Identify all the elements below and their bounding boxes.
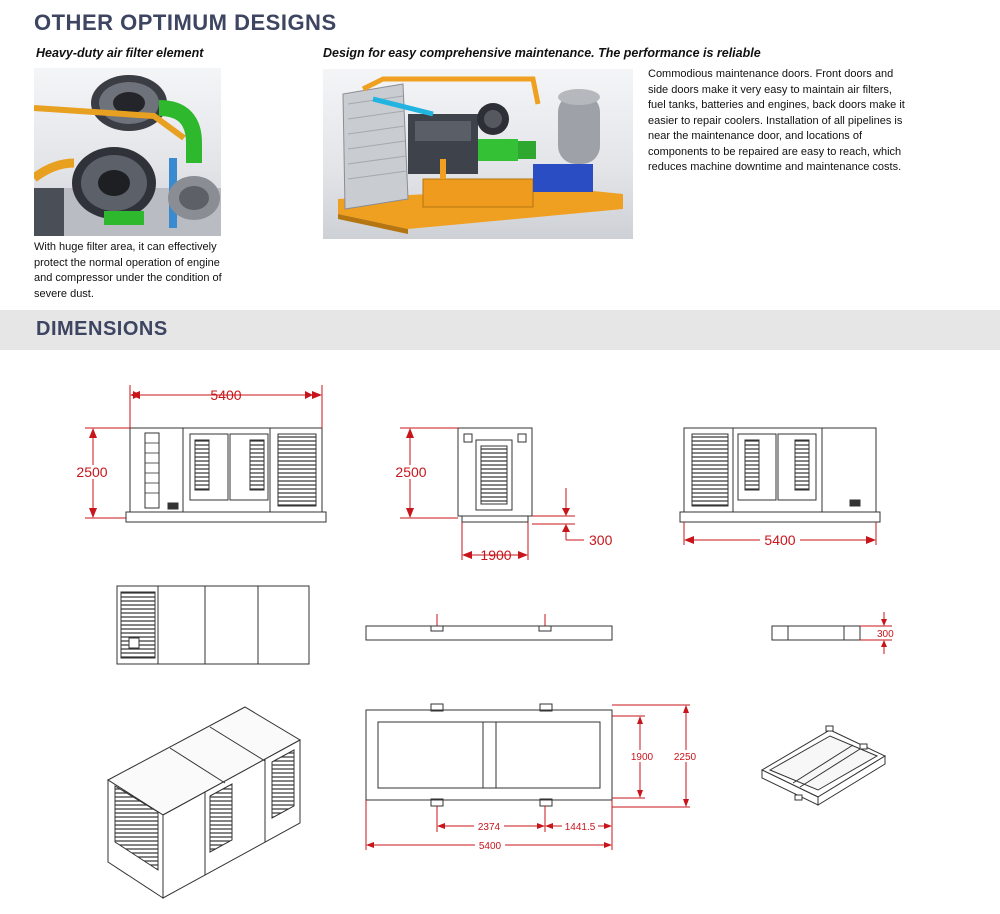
- maintenance-photo: [323, 69, 633, 239]
- base-top-inner-width-label: 1900: [631, 752, 654, 763]
- isometric-enclosure: [107, 706, 302, 899]
- front-view: [125, 427, 327, 523]
- rear-width-dim: 5400: [683, 522, 877, 548]
- base-end-view: [771, 625, 861, 641]
- rear-view: [679, 427, 881, 523]
- maintenance-desc-line: Commodious maintenance doors. Front door…: [648, 68, 894, 80]
- front-width-dim: 5400: [129, 385, 323, 428]
- base-end-height-label: 300: [877, 629, 894, 640]
- filter-description: With huge filter area, it can effectivel…: [34, 240, 234, 302]
- maintenance-description: Commodious maintenance doors. Front door…: [648, 67, 928, 176]
- top-view: [116, 585, 310, 665]
- base-side-view: [365, 614, 613, 641]
- front-height-label: 2500: [76, 464, 107, 480]
- base-top-dim-arrows: [366, 705, 689, 848]
- side-height-label: 2500: [395, 464, 426, 480]
- base-top-spacing-b-label: 1441.5: [565, 822, 596, 833]
- filter-desc-line: With huge filter area, it can effectivel…: [34, 241, 217, 253]
- maintenance-desc-line: fuel tanks, batteries and engines, back …: [648, 99, 905, 111]
- maintenance-subtitle: Design for easy comprehensive maintenanc…: [323, 46, 761, 60]
- air-filter-photo: [34, 68, 221, 236]
- section-title-designs: OTHER OPTIMUM DESIGNS: [34, 10, 337, 35]
- maintenance-desc-line: side doors make it very easy to maintain…: [648, 83, 892, 96]
- base-end-dim: 300: [860, 612, 894, 654]
- filter-subtitle: Heavy-duty air filter element: [36, 46, 204, 60]
- maintenance-desc-line: easier to repair coolers. Installation o…: [648, 114, 903, 127]
- side-base-label: 300: [589, 532, 613, 548]
- maintenance-desc-line: reduces machine downtime and maintenance…: [648, 161, 902, 173]
- filter-desc-line: severe dust.: [34, 287, 94, 300]
- base-top-outer-width-label: 2250: [674, 752, 697, 763]
- front-height-dim: 2500: [74, 427, 130, 519]
- side-height-dim: 2500: [393, 427, 458, 519]
- maintenance-desc-line: near the maintenance door, and locations…: [648, 130, 863, 142]
- section-title-dimensions: DIMENSIONS: [36, 318, 168, 340]
- air-filter-illustration: [34, 75, 221, 236]
- dimension-drawings: 5400 2500 2500 1900: [74, 385, 894, 899]
- rear-width-label: 5400: [764, 532, 795, 548]
- base-top-spacing-a-label: 2374: [478, 822, 501, 833]
- side-base-dim: 300: [532, 488, 613, 548]
- base-top-length-label: 5400: [479, 841, 502, 852]
- side-view: [457, 427, 533, 523]
- side-width-dim: 1900: [461, 522, 529, 563]
- dimensions-header-band: [0, 310, 1000, 350]
- front-width-label: 5400: [210, 387, 241, 403]
- isometric-base-frame: [760, 725, 887, 813]
- maintenance-illustration: [338, 76, 623, 234]
- filter-desc-line: protect the normal operation of engine: [34, 256, 220, 269]
- filter-desc-line: and compressor under the condition of: [34, 272, 222, 284]
- side-width-label: 1900: [480, 547, 511, 563]
- base-top-view: [365, 703, 613, 807]
- maintenance-desc-line: components to be repaired are easy to re…: [648, 145, 902, 158]
